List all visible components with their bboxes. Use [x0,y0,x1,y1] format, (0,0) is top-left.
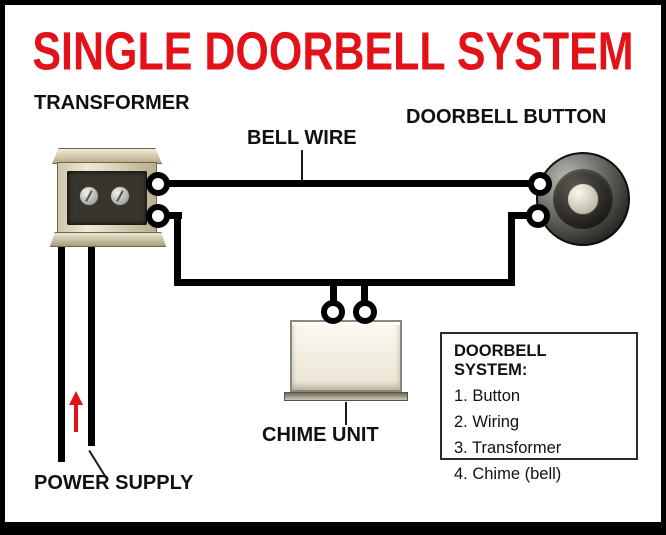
pointer-line-chime-unit [345,402,347,425]
transformer-screw-terminal [110,186,130,206]
power-arrow-stem-icon [74,404,78,432]
label-power-supply: POWER SUPPLY [34,472,194,494]
wire-bottom-drop-left [174,212,181,286]
chime-box [290,320,402,392]
pointer-line-bell-wire [301,150,303,181]
doorbell-button-graphic [536,152,630,246]
wire-chime-branch-right [361,282,368,308]
terminal-button-top [528,172,552,196]
legend-item-chime: 4. Chime (bell) [454,465,562,483]
wire-bottom-stub-button [508,212,540,219]
transformer-mount-base [50,232,166,247]
wire-top-run [158,180,540,187]
chime-base [284,392,408,401]
chime-unit-graphic [284,320,408,402]
terminal-button-bottom [526,204,550,228]
terminal-transformer-bottom [146,204,170,228]
label-doorbell-button: DOORBELL BUTTON [406,106,607,128]
label-chime-unit: CHIME UNIT [262,424,379,446]
transformer-screw-terminal [79,186,99,206]
transformer-graphic [50,148,166,248]
terminal-transformer-top [146,172,170,196]
terminal-chime-right [353,300,377,324]
legend-box: DOORBELL SYSTEM: 1. Button 2. Wiring 3. … [440,332,638,483]
screw-slot [85,190,93,202]
legend-item-wiring: 2. Wiring [454,413,520,431]
power-wire-right [88,244,95,446]
terminal-chime-left [321,300,345,324]
wire-chime-branch-left [330,282,337,308]
power-wire-left [58,244,65,462]
label-bell-wire: BELL WIRE [247,127,357,149]
legend-title: DOORBELL SYSTEM: [454,342,547,379]
wire-bottom-stub-transformer [158,212,182,219]
power-arrow-head-icon [69,391,83,405]
doorbell-push-button [567,183,599,215]
wire-bottom-rise-right [508,212,515,286]
legend-item-button: 1. Button [454,387,521,405]
screw-slot [116,190,124,202]
label-transformer: TRANSFORMER [34,92,190,114]
legend-item-transformer: 3. Transformer [454,439,562,457]
wire-bottom-run [174,279,515,286]
diagram-title: SINGLE DOORBELL SYSTEM [32,22,634,82]
